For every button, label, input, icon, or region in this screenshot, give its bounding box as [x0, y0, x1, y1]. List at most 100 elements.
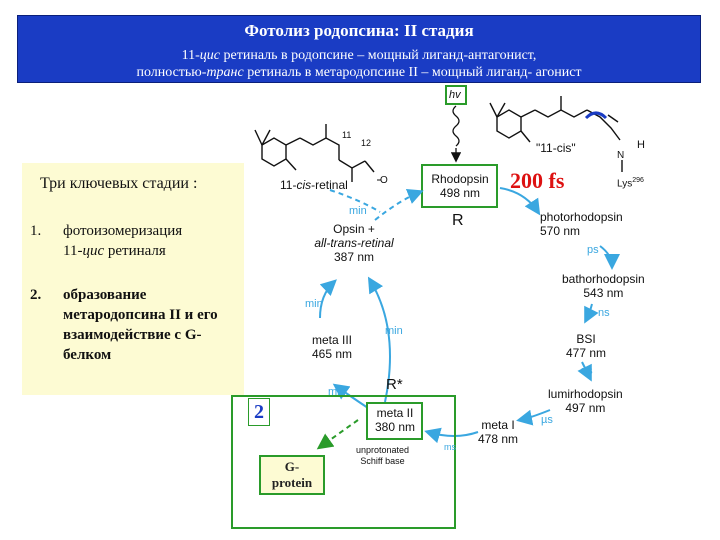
- cis-retinal-structure: [254, 124, 375, 182]
- panel-title: Три ключевых стадии :: [40, 175, 198, 192]
- opsin-b: all-trans-retinal: [314, 236, 394, 250]
- lys-number: 296: [632, 177, 644, 184]
- subtitle-line-1: 11-цис ретиналь в родопсине – мощный лиг…: [18, 47, 700, 64]
- stage-1-l2c: ретиналя: [104, 243, 166, 259]
- bathorhodopsin-nm: 543 nm: [583, 286, 624, 300]
- slide-header: Фотолиз родопсина: II стадия 11-цис рети…: [17, 15, 701, 83]
- stage-number-2: 2.: [30, 287, 42, 303]
- carbon-11-label: 11: [342, 130, 352, 140]
- rotation-arrow-icon: [584, 111, 608, 120]
- rhodopsin-box: [421, 164, 498, 208]
- meta1-nm: 478 nm: [478, 432, 519, 446]
- oxygen-label: O: [380, 175, 388, 186]
- rstar-label: R*: [386, 376, 403, 393]
- subtitle-2a: полностью-: [136, 65, 207, 80]
- cis-quote-label: "11-cis": [536, 141, 576, 155]
- unprot-b: Schiff base: [360, 456, 405, 466]
- rate-ns-2: ns: [581, 365, 593, 377]
- n-plus-label: N: [617, 150, 625, 161]
- meta2-name: meta II: [376, 406, 414, 420]
- meta3-name: meta III: [312, 333, 353, 347]
- arrow-lumi-meta1: [516, 409, 551, 426]
- arrow-rho-photo: [499, 187, 541, 216]
- subtitle-2c: ретиналь в метародопсине II – мощный лиг…: [243, 65, 582, 80]
- lumirhodopsin-nm: 497 nm: [565, 401, 606, 415]
- photorhodopsin-name: photorhodopsin: [540, 210, 623, 224]
- opsin-nm: 387 nm: [333, 250, 375, 264]
- step-two-label: 2: [248, 398, 270, 426]
- rate-min-1: min: [349, 205, 367, 217]
- femtosecond-label: 200 fs: [510, 168, 565, 193]
- arrow-meta1-meta2: [424, 427, 479, 444]
- rate-min-3: min: [385, 325, 403, 337]
- stage-text-2: образование метародопсина II и его взаим…: [63, 287, 218, 363]
- subtitle-line-2: полностью-транс ретиналь в метародопсине…: [18, 64, 700, 81]
- cis-retinal-label: 11-cis-retinal: [280, 178, 348, 192]
- rhodopsin-name: Rhodopsin: [431, 172, 489, 186]
- rate-ns-1: ns: [598, 307, 610, 319]
- stage-1-line1: фотоизомеризация: [63, 223, 183, 239]
- slide-title: Фотолиз родопсина: II стадия: [244, 21, 474, 40]
- g-protein-a: G-: [284, 459, 300, 474]
- stage-number-1: 1.: [30, 223, 42, 239]
- subtitle-1b: цис: [199, 48, 220, 63]
- meta2-box: [366, 402, 423, 440]
- arrow-bsi-lumi: [577, 361, 592, 382]
- rate-mus: µs: [541, 414, 553, 426]
- carbon-12-label: 12: [361, 138, 372, 148]
- bound-chromophore-structure: [489, 96, 623, 172]
- cis-retinal-b: cis: [296, 178, 312, 192]
- rhodopsin-nm: 498 nm: [439, 186, 481, 200]
- arrow-meta2-gprotein: [316, 419, 359, 450]
- stage-text-1: фотоизомеризация 11-цис ретиналя: [63, 221, 248, 261]
- lumirhodopsin-name: lumirhodopsin: [548, 387, 623, 401]
- rate-ps: ps: [587, 244, 599, 256]
- cis-retinal-a: 11-: [280, 178, 297, 192]
- g-protein-b: protein: [271, 475, 313, 490]
- subtitle-1c: ретиналь в родопсине – мощный лиганд-ант…: [220, 48, 537, 63]
- h-label: H: [637, 139, 645, 151]
- arrow-opsin-rho: [374, 189, 424, 221]
- meta1-name: meta I: [481, 418, 515, 432]
- rate-ms: ms: [444, 442, 456, 452]
- lys-text: Lys: [617, 178, 633, 190]
- stage-1-line2: 11-цис ретиналя: [63, 241, 248, 261]
- bathorhodopsin-name: bathorhodopsin: [562, 272, 645, 286]
- rstar-region-box: [231, 395, 456, 529]
- opsin-a: Opsin +: [333, 222, 375, 236]
- hv-label: hv: [449, 89, 461, 101]
- g-protein-box: G-protein: [259, 455, 325, 495]
- arrow-meta2-opsin: [367, 276, 391, 403]
- light-wave-icon: [452, 105, 460, 147]
- r-label: R: [452, 212, 464, 229]
- photorhodopsin-nm: 570 nm: [540, 224, 581, 238]
- hv-box: [445, 85, 467, 105]
- meta2-nm: 380 nm: [374, 420, 416, 434]
- arrow-photo-batho: [599, 245, 620, 270]
- stage-1-l2b: цис: [82, 243, 105, 259]
- key-stages-panel: Три ключевых стадии : 1. фотоизомеризаци…: [22, 163, 244, 395]
- subtitle-1a: 11-: [181, 48, 200, 63]
- stage-1-l2a: 11-: [63, 243, 83, 259]
- cis-retinal-c: -retinal: [311, 178, 348, 192]
- rate-min-2: min: [305, 298, 323, 310]
- meta3-nm: 465 nm: [312, 347, 353, 361]
- rate-min-4: min: [328, 386, 346, 398]
- arrow-meta3-opsin: [319, 279, 337, 319]
- bsi-nm: 477 nm: [566, 346, 607, 360]
- unprot-a: unprotonated: [356, 445, 410, 455]
- arrow-batho-bsi: [584, 303, 599, 324]
- lys-label: Lys296: [617, 174, 644, 191]
- bsi-name: BSI: [576, 332, 596, 346]
